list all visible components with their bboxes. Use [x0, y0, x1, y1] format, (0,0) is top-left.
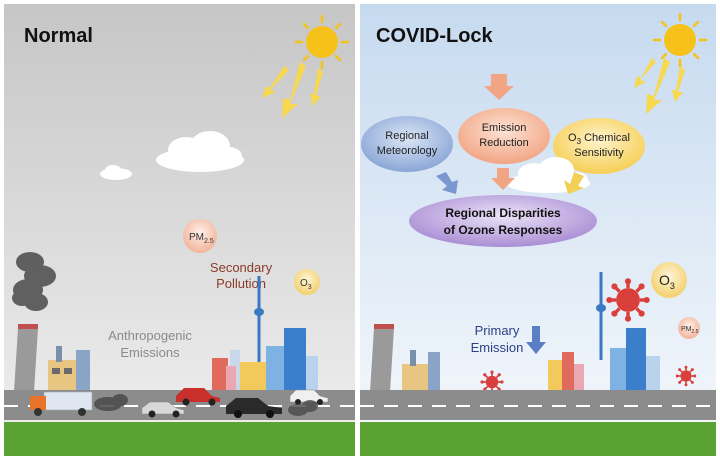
cloud-large-left — [156, 131, 244, 172]
virus-icon-right — [674, 364, 698, 388]
arrow-primary-emission — [526, 326, 546, 354]
svg-text:PM2.5: PM2.5 — [681, 326, 699, 335]
o3-bubble-right: O3 — [651, 262, 687, 298]
city-skyline-right — [548, 272, 660, 390]
secondary-pollution-line1: Secondary — [210, 260, 273, 275]
anthropogenic-line2: Emissions — [120, 345, 180, 360]
svg-text:PM2.5: PM2.5 — [189, 232, 214, 245]
svg-text:O3 Chemical: O3 Chemical — [568, 132, 630, 146]
grass-right — [360, 422, 716, 456]
exhaust-cloud-truck — [94, 394, 128, 411]
pm25-bubble: PM2.5 — [183, 219, 217, 253]
arrow-chem-to-disparities — [564, 172, 584, 194]
car-black-icon — [226, 398, 282, 418]
svg-text:of Ozone Responses: of Ozone Responses — [444, 223, 563, 237]
virus-icon-large — [604, 276, 652, 324]
svg-text:Sensitivity: Sensitivity — [574, 147, 624, 159]
svg-text:O3: O3 — [659, 272, 675, 291]
factory-icon-right — [402, 350, 440, 390]
arrow-met-to-disparities — [436, 172, 458, 194]
truck-icon — [30, 391, 93, 416]
grass-left — [4, 422, 355, 456]
panel-normal: Normal PM2.5 Secondary Pollution — [4, 4, 355, 456]
panel-covid-lock: COVID-Lock Regional Meteorology Emission… — [360, 4, 716, 456]
regional-disparities-node: Regional Disparities of Ozone Responses — [409, 195, 597, 247]
primary-emission-line2: Emission — [471, 340, 524, 355]
svg-text:Regional: Regional — [385, 130, 428, 142]
secondary-pollution-line2: Pollution — [216, 276, 266, 291]
car-silver-icon — [141, 401, 185, 418]
svg-text:Regional Disparities: Regional Disparities — [445, 206, 561, 220]
left-panel-title: Normal — [24, 25, 93, 47]
pm-bubble-right: PM2.5 — [678, 317, 700, 339]
arrow-down-top — [484, 74, 514, 100]
emission-reduction-node: Emission Reduction — [458, 108, 550, 164]
panel-divider — [355, 4, 360, 456]
o3-chemical-sensitivity-node: O3 Chemical Sensitivity — [553, 118, 645, 174]
arrow-reduction-to-disparities — [491, 168, 515, 190]
city-skyline-left — [212, 276, 318, 390]
cooling-tower-icon-right — [370, 324, 394, 392]
cloud-small-left — [100, 165, 132, 180]
svg-text:Emission: Emission — [482, 122, 527, 134]
sun-rays-right — [634, 58, 685, 114]
car-white-icon — [289, 389, 329, 405]
cloud-right — [506, 157, 590, 193]
primary-emission-line1: Primary — [475, 323, 520, 338]
o3-bubble-left: O3 — [294, 269, 320, 295]
car-red-icon — [176, 388, 220, 406]
factory-icon-left — [48, 346, 90, 390]
smoke-plume-icon — [12, 252, 56, 311]
svg-text:Reduction: Reduction — [479, 137, 529, 149]
anthropogenic-line1: Anthropogenic — [108, 328, 192, 343]
regional-meteorology-node: Regional Meteorology — [361, 116, 453, 172]
svg-text:O3: O3 — [300, 278, 312, 291]
svg-text:Meteorology: Meteorology — [377, 145, 438, 157]
exhaust-cloud-cars — [288, 400, 318, 416]
sun-rays-left — [262, 62, 323, 118]
cooling-tower-icon-left — [14, 324, 38, 392]
right-panel-title: COVID-Lock — [376, 25, 494, 47]
